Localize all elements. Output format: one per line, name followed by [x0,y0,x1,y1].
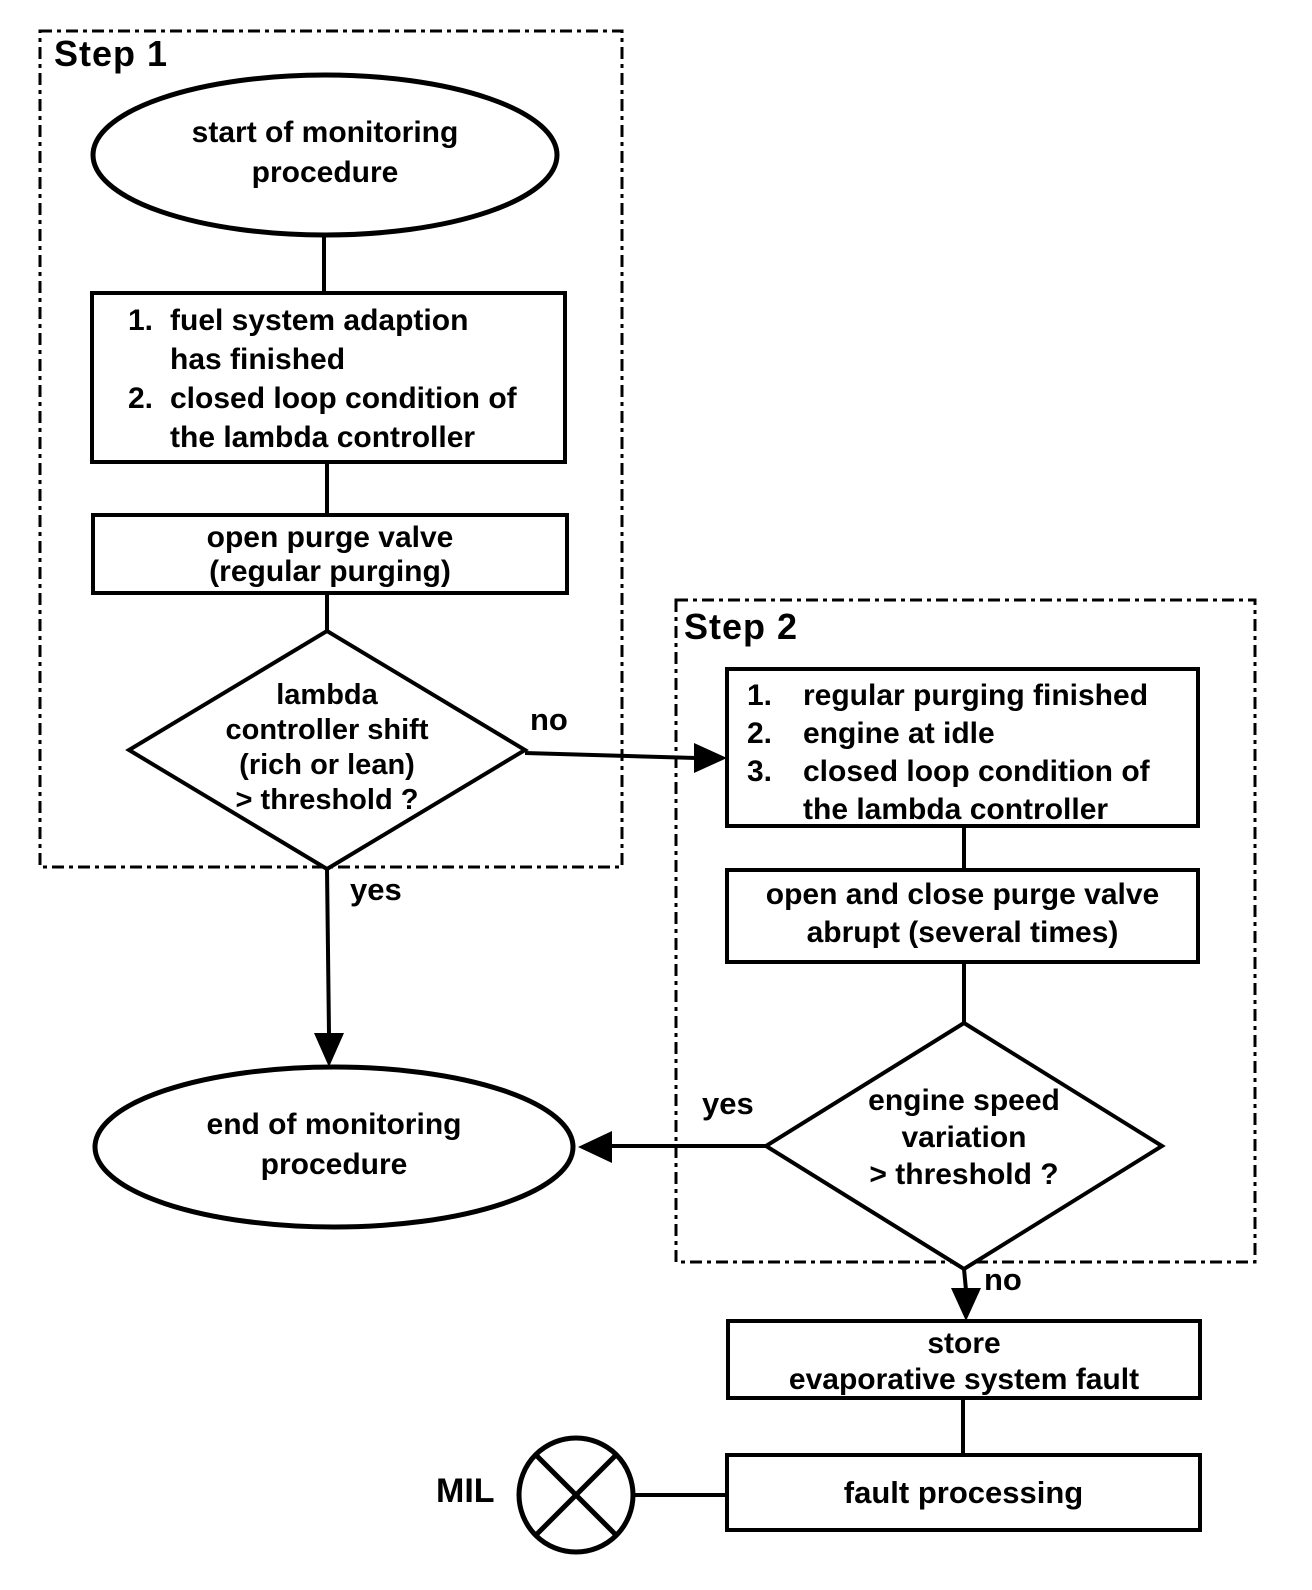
valve-abrupt-box [725,868,1200,964]
step2-boundary [674,598,1257,1264]
decision1-line-3: (rich or lean) [239,749,415,781]
decision1-line-4: > threshold ? [235,784,419,816]
conditions2-item-2: 2. engine at idle [747,715,1187,753]
decision1-line-1: lambda [276,679,378,711]
decision2-line-3: > threshold ? [869,1158,1059,1191]
conditions2-text: 1. regular purging finished 2. engine at… [747,677,1187,829]
conditions2-item-1-line-1: regular purging finished [803,679,1149,712]
fault-processing-line-1: fault processing [843,1474,1084,1510]
conditions2-item-1-number: 1. [747,679,773,712]
store-line-2: evaporative system fault [788,1363,1140,1396]
decision2-yes-label: yes [702,1086,754,1121]
decision1-text: lambda controller shift (rich or lean) >… [177,678,477,818]
decision1-yes-label: yes [350,872,402,907]
start-line-1: start of monitoring [191,116,459,149]
arrowhead-into-store [951,1288,981,1321]
conditions1-item-2-number: 2. [128,382,154,415]
decision1-line-2: controller shift [225,714,429,746]
connector-no2-branch [962,1268,968,1291]
start-ellipse [90,72,560,238]
fault-processing-text: fault processing [727,1455,1200,1530]
purge-valve-text: open purge valve (regular purging) [93,521,567,589]
store-fault-text: store evaporative system fault [728,1326,1200,1398]
conditions1-item-2-text: closed loop condition of the lambda cont… [170,379,517,457]
conditions2-item-3-number: 3. [747,755,773,788]
decision1-no-label: no [530,702,568,737]
decision2-line-1: engine speed [868,1084,1060,1117]
conditions2-item-3-line-1: closed loop condition of [803,755,1150,788]
conditions2-box [725,667,1200,828]
valve-abrupt-line-1: open and close purge valve [765,878,1160,911]
end-line-2: procedure [260,1148,408,1181]
decision2-diamond [762,1020,1166,1272]
step2-label: Step 2 [684,606,799,647]
conditions1-item-1-line-1: fuel system adaption [170,304,469,337]
purge-line-2: (regular purging) [209,555,451,588]
decision2-no-label: no [984,1262,1022,1297]
conditions2-item-2-line-1: engine at idle [803,717,995,750]
end-ellipse-text: end of monitoring procedure [98,1105,570,1185]
end-ellipse [92,1064,576,1230]
decision2-line-2: variation [901,1121,1027,1154]
conditions2-item-3: 3. closed loop condition of the lambda c… [747,753,1187,829]
arrowhead-into-step2 [694,743,727,773]
conditions2-item-1: 1. regular purging finished [747,677,1187,715]
arrowhead-into-end-right [578,1131,612,1163]
conditions1-item-1-text: fuel system adaption has finished [170,301,468,379]
fault-processing-box [725,1453,1202,1532]
conditions1-item-1-number: 1. [128,304,154,337]
purge-valve-box [91,513,569,595]
conditions1-item-1: 1. fuel system adaption has finished [128,301,558,379]
valve-abrupt-text: open and close purge valve abrupt (sever… [727,876,1198,952]
conditions2-item-2-number: 2. [747,717,773,750]
conditions1-item-2-line-2: the lambda controller [170,421,476,454]
store-line-1: store [927,1327,1001,1360]
decision2-text: engine speed variation > threshold ? [814,1082,1114,1193]
conditions1-item-1-line-2: has finished [170,343,346,376]
step1-label: Step 1 [54,33,169,74]
start-ellipse-text: start of monitoring procedure [95,113,555,193]
valve-abrupt-line-2: abrupt (several times) [806,916,1119,949]
mil-label: MIL [436,1472,495,1510]
conditions1-box [90,291,567,464]
mil-lamp-cross-2 [534,1453,618,1537]
connector-no-branch [524,751,697,760]
purge-line-1: open purge valve [206,521,454,554]
connector-yes-branch [325,868,331,1035]
conditions1-text: 1. fuel system adaption has finished 2. … [128,301,558,457]
conditions1-item-2: 2. closed loop condition of the lambda c… [128,379,558,457]
store-fault-box [726,1319,1202,1400]
conditions2-item-3-line-2: the lambda controller [803,793,1109,826]
arrowhead-into-end-top [314,1033,344,1067]
conditions1-item-2-line-1: closed loop condition of [170,382,517,415]
start-line-2: procedure [251,156,399,189]
decision1-diamond [125,628,529,872]
conditions2-item-3-text: closed loop condition of the lambda cont… [803,753,1150,829]
end-line-1: end of monitoring [206,1108,462,1141]
